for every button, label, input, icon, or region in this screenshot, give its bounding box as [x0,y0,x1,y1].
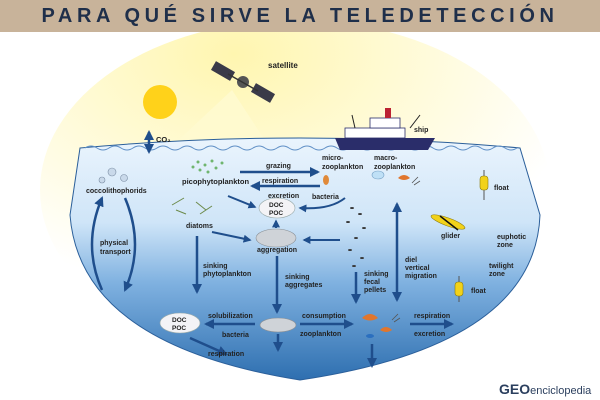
logo-enciclopedia: enciclopedia [530,385,592,397]
ship-label: ship [414,127,428,134]
ship-icon [335,108,435,150]
physical-transport-arrow-up [90,196,104,291]
doc-label-bottom: DOC [172,317,187,324]
glider-instrument [430,214,466,231]
sinking-phytoplankton-label-1: sinking [203,263,228,270]
respiration-label-right: respiration [414,313,450,320]
respiration-arrow-bottom-left [189,336,228,356]
phyto-to-doc-arrow [227,195,257,209]
twilight-zone-label-1: twilight [489,263,514,270]
header-banner: PARA QUÉ SIRVE LA TELEDETECCIÓN [0,0,600,32]
satellite-icon [210,61,276,103]
zooplankton-label-bottom: zooplankton [300,331,341,338]
euphotic-zone-label-1: euphotic [497,234,526,241]
sinking-phytoplankton-label-2: phytoplankton [203,271,251,278]
float-label-top: float [494,185,509,192]
macrozooplankton-label-2: zooplankton [374,164,415,171]
doc-label-top: DOC [269,202,284,209]
euphotic-zone-label-2: zone [497,242,513,249]
ocean-carbon-diagram: satellite ship CO₂ picophytoplankton coc… [40,32,550,381]
respiration-label-bottom-left: respiration [208,351,244,358]
physical-transport-arrow-down [123,197,137,292]
diel-label-2: vertical [405,265,430,272]
sinking-fecal-label-2: fecal [364,279,380,286]
physical-transport-label-1: physical [100,240,128,247]
logo-geo: GEO [499,381,531,397]
bacteria-label-bottom: bacteria [222,332,249,339]
physical-transport-label-2: transport [100,249,131,256]
solubilization-label: solubilization [208,313,253,320]
aggregate-particles [255,228,297,248]
sinking-aggregates-label-1: sinking [285,274,310,281]
float-instrument-bottom [454,276,464,302]
doc-poc-pool-bottom [159,312,201,334]
poc-label-bottom: POC [172,325,186,332]
sea-surface [84,145,518,151]
zoo-to-doc-arrow [298,197,346,213]
coccolithophorids-label: coccolithophorids [86,188,147,195]
satellite-beam [170,90,270,148]
glider-label: glider [441,233,460,240]
page-title: PARA QUÉ SIRVE LA TELEDETECCIÓN [41,4,559,27]
diel-label-1: diel [405,257,417,264]
deep-zooplankton-organisms [362,313,401,338]
aggregation-label: aggregation [257,247,297,254]
zooplankton-organisms [323,170,421,186]
ocean [69,137,541,381]
excretion-label-top: excretion [268,193,299,200]
consumption-label: consumption [302,313,346,320]
picophytoplankton-label: picophytoplankton [182,177,249,186]
sinking-aggregates-label-2: aggregates [285,282,322,289]
twilight-zone-label-2: zone [489,271,505,278]
float-label-bottom: float [471,288,486,295]
sinking-fecal-label-3: pellets [364,287,386,294]
bacteria-label-top: bacteria [312,194,339,201]
grazing-label: grazing [266,163,291,170]
microzooplankton-label-1: micro- [322,155,344,162]
diatoms-label: diatoms [186,223,213,230]
satellite-label: satellite [268,61,298,70]
sinking-fecal-label-1: sinking [364,271,389,278]
picophytoplankton-cells [191,159,224,174]
diatom-cells [171,197,213,215]
fecal-pellet-particles [346,207,366,267]
microzooplankton-label-2: zooplankton [322,164,363,171]
deep-aggregate-particles [259,317,297,333]
macrozooplankton-label-1: macro- [374,155,398,162]
float-instrument-top [479,170,489,200]
excretion-label-right: excretion [414,331,445,338]
poc-label-top: POC [269,210,283,217]
co2-label: CO₂ [156,135,171,144]
sun [143,85,177,119]
diel-label-3: migration [405,273,437,280]
diatom-aggregation-arrow [211,231,252,243]
respiration-label-top: respiration [262,178,298,185]
doc-poc-pool-top [258,197,296,219]
coccolithophorid-cells [98,167,128,184]
